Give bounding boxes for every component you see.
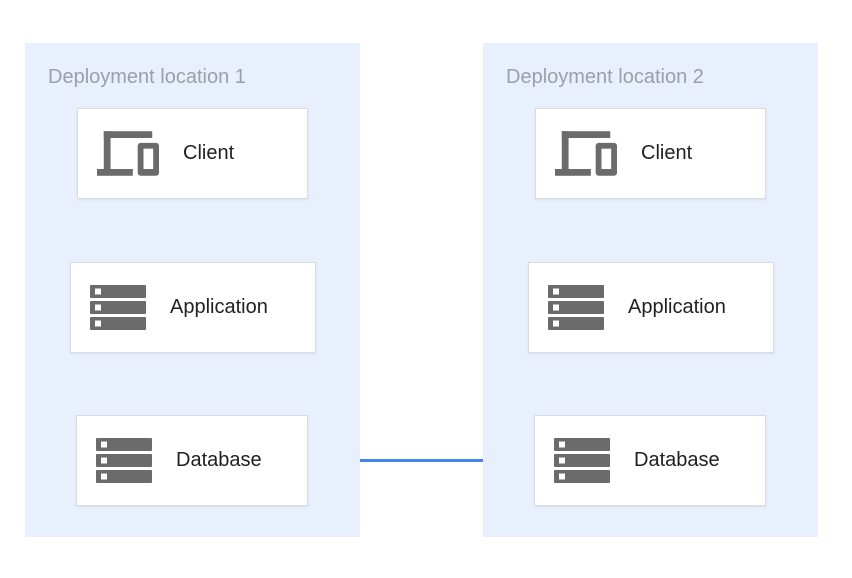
node-application-1: Application bbox=[70, 262, 316, 353]
devices-icon bbox=[555, 131, 617, 176]
node-label: Client bbox=[183, 142, 235, 164]
node-application-2: Application bbox=[528, 262, 774, 353]
server-stack-icon bbox=[90, 285, 146, 330]
devices-icon bbox=[97, 131, 159, 176]
node-label: Application bbox=[628, 296, 726, 318]
node-label: Application bbox=[170, 296, 268, 318]
node-client-1: Client bbox=[77, 108, 308, 199]
node-client-2: Client bbox=[535, 108, 766, 199]
node-label: Database bbox=[634, 449, 720, 471]
server-stack-icon bbox=[548, 285, 604, 330]
panel-title: Deployment location 2 bbox=[506, 66, 704, 88]
deployment-panel-1: Deployment location 1 Client bbox=[25, 43, 360, 537]
server-stack-icon bbox=[554, 438, 610, 483]
node-database-1: Database bbox=[76, 415, 308, 506]
node-database-2: Database bbox=[534, 415, 766, 506]
deployment-panel-2: Deployment location 2 Client bbox=[483, 43, 818, 537]
panel-title: Deployment location 1 bbox=[48, 66, 246, 88]
node-label: Client bbox=[641, 142, 693, 164]
server-stack-icon bbox=[96, 438, 152, 483]
node-label: Database bbox=[176, 449, 262, 471]
